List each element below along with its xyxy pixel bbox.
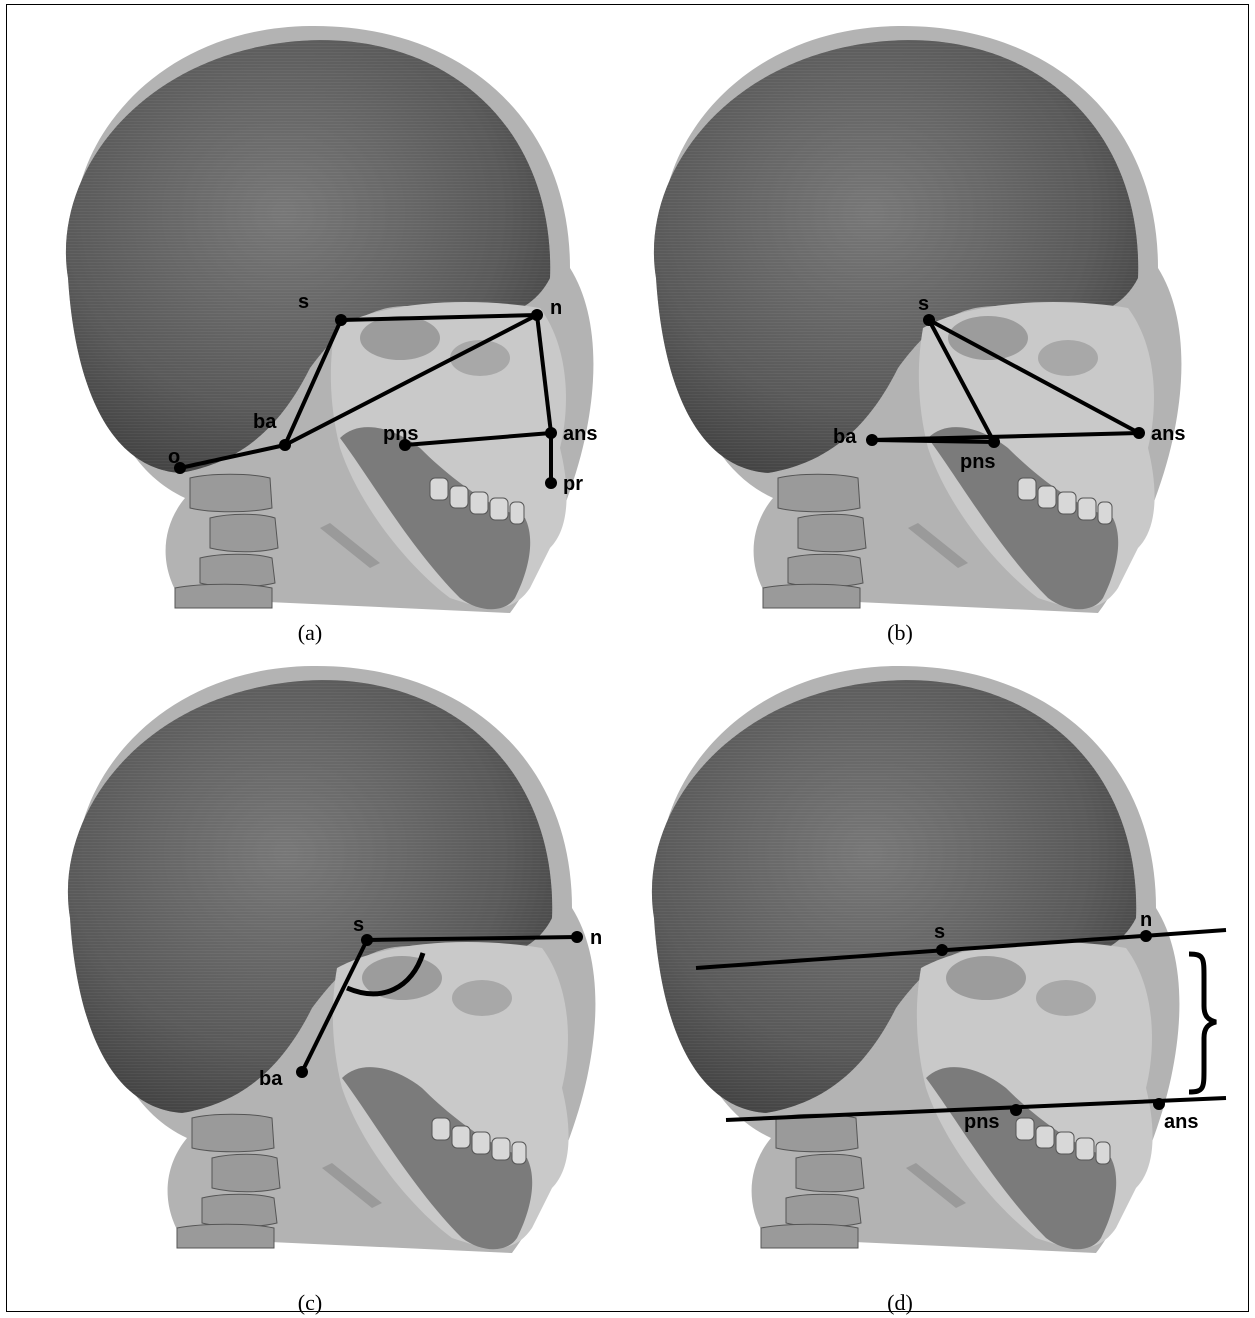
landmark-label-ans: ans — [1151, 423, 1185, 445]
skull-illustration-a: s n ba o pns ans pr — [10, 8, 630, 628]
brace-bracket — [1189, 954, 1216, 1092]
landmark-point — [531, 309, 543, 321]
landmark-point — [988, 436, 1000, 448]
landmark-label-s: s — [918, 293, 929, 315]
landmark-label-pns: pns — [383, 423, 419, 445]
landmark-label-pr: pr — [563, 473, 583, 495]
landmark-point — [335, 314, 347, 326]
caption-b: (b) — [590, 620, 1210, 646]
landmark-point — [1010, 1104, 1022, 1116]
panel-d: s n pns ans — [596, 648, 1216, 1268]
landmark-point — [571, 931, 583, 943]
caption-a: (a) — [0, 620, 620, 646]
landmark-label-o: o — [168, 446, 180, 468]
landmark-label-pns: pns — [960, 451, 996, 473]
landmark-point — [936, 944, 948, 956]
landmark-label-ba: ba — [833, 426, 857, 448]
landmark-label-ans: ans — [563, 423, 597, 445]
landmark-label-pns: pns — [964, 1111, 1000, 1133]
landmark-point — [1153, 1098, 1165, 1110]
landmark-point — [866, 434, 878, 446]
landmark-label-ba: ba — [259, 1068, 283, 1090]
landmark-point — [923, 314, 935, 326]
panel-c: s n ba — [12, 648, 632, 1268]
landmark-point — [1133, 427, 1145, 439]
landmark-point — [296, 1066, 308, 1078]
landmark-label-n: n — [550, 297, 562, 319]
panel-a: s n ba o pns ans pr — [10, 8, 630, 628]
landmark-label-ans: ans — [1164, 1111, 1198, 1133]
caption-d: (d) — [590, 1290, 1210, 1316]
skull-illustration-b: s ba pns ans — [598, 8, 1218, 628]
landmark-label-n: n — [1140, 909, 1152, 931]
caption-c: (c) — [0, 1290, 620, 1316]
landmark-label-s: s — [353, 914, 364, 936]
line-ba-pns — [872, 440, 994, 442]
landmark-point — [545, 477, 557, 489]
landmark-point — [1140, 930, 1152, 942]
panel-b: s ba pns ans — [598, 8, 1218, 628]
landmark-point — [545, 427, 557, 439]
landmark-point — [279, 439, 291, 451]
skull-illustration-d: s n pns ans — [596, 648, 1216, 1268]
landmark-label-ba: ba — [253, 411, 277, 433]
skull-illustration-c: s n ba — [12, 648, 632, 1268]
landmark-label-s: s — [934, 921, 945, 943]
landmark-label-s: s — [298, 291, 309, 313]
